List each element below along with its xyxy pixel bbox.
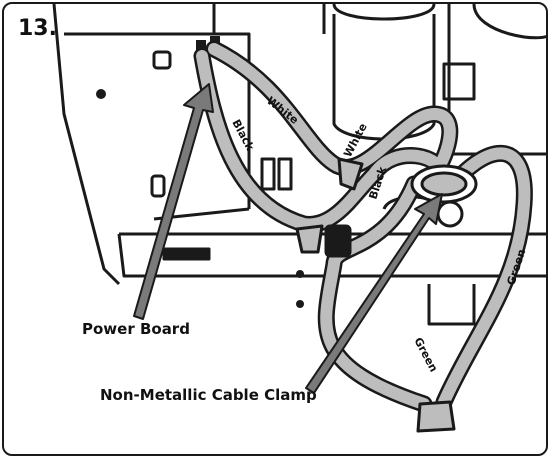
wire-label-green-2: Green <box>411 335 440 374</box>
white-wire <box>208 43 456 180</box>
wiring-illustration: White White Black Black Green Green <box>52 4 546 433</box>
black-wire <box>196 50 450 231</box>
cable-clamp <box>410 164 478 204</box>
appliance-housing <box>52 4 546 326</box>
callout-arrows <box>133 83 443 394</box>
power-board-arrow <box>133 83 214 320</box>
wire-connectors <box>295 157 456 433</box>
cable-clamp-label: Non-Metallic Cable Clamp <box>100 386 317 404</box>
diagram-frame: White White Black Black Green Green 13. … <box>2 2 548 456</box>
green-wire-right <box>438 147 531 408</box>
green-wire-left <box>320 178 430 410</box>
step-number: 13. <box>18 16 57 41</box>
power-board-label: Power Board <box>82 320 190 338</box>
wires <box>196 43 531 410</box>
cable-clamp-arrow <box>305 193 443 394</box>
mounting-screws <box>96 36 304 308</box>
